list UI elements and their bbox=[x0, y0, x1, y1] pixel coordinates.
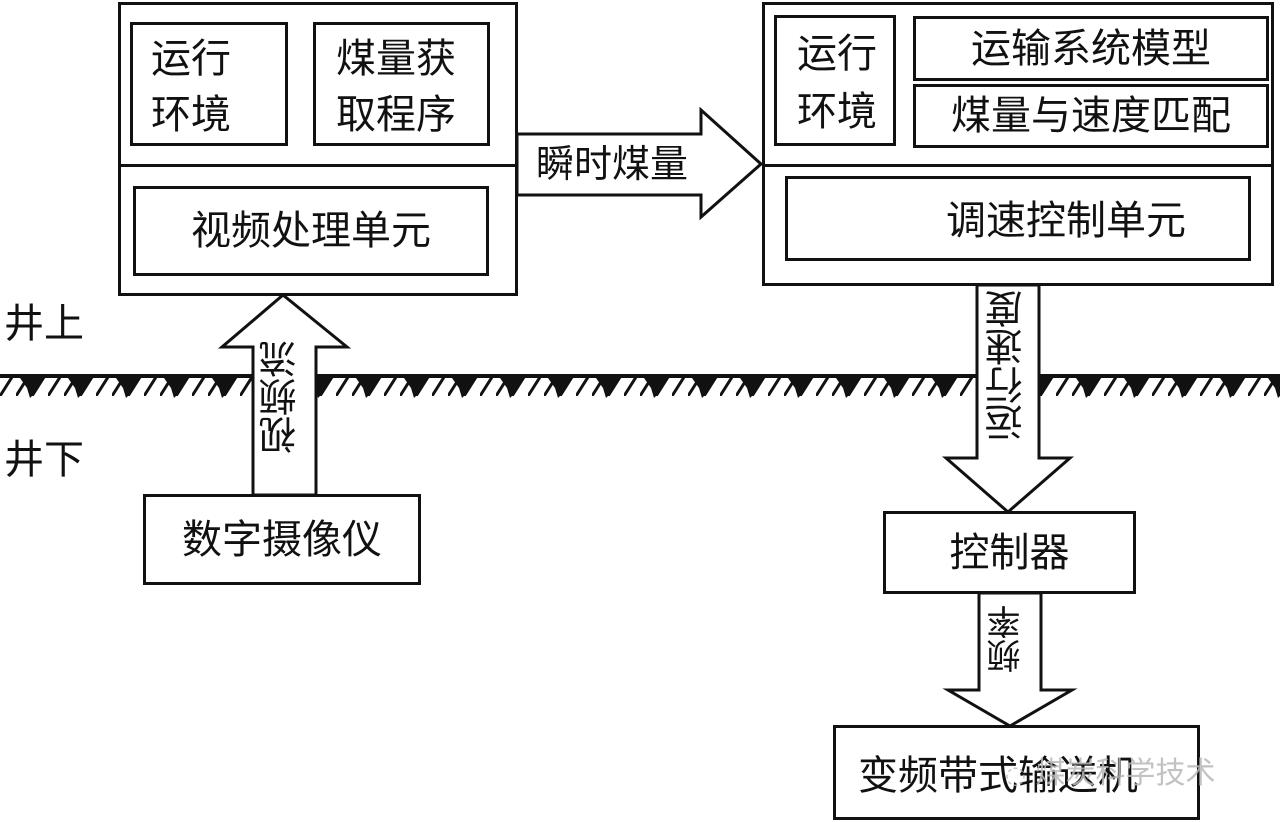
wechat-icon: ◌ bbox=[1005, 761, 1026, 789]
ground-hatch-mark bbox=[644, 378, 666, 398]
watermark-text: 煤炭科学技术 bbox=[1035, 756, 1216, 791]
surface-runtime-env-line2: 环境 bbox=[151, 92, 231, 138]
frequency-label: 频率 bbox=[987, 605, 1027, 673]
video-stream-label: 视频流 bbox=[259, 340, 303, 454]
ground-hatch-mark bbox=[1076, 378, 1098, 398]
region-label-above: 井上 bbox=[4, 301, 84, 347]
ground-hatch-mark bbox=[404, 378, 426, 398]
video-processing-unit-box: 视频处理单元 bbox=[133, 186, 489, 276]
ground-hatch-mark bbox=[68, 378, 90, 398]
coal-speed-match-box: 煤量与速度匹配 bbox=[913, 84, 1269, 148]
coal-program-line2: 取程序 bbox=[336, 92, 456, 138]
coal-speed-match-label: 煤量与速度匹配 bbox=[951, 93, 1231, 139]
video-processing-unit-label: 视频处理单元 bbox=[191, 208, 431, 254]
speed-control-unit-box: 调速控制单元 bbox=[785, 176, 1251, 261]
video-stream-arrow bbox=[217, 293, 352, 497]
ground-hatch-mark bbox=[548, 378, 570, 398]
ground-hatch-mark bbox=[500, 378, 522, 398]
ground-hatch-mark bbox=[212, 378, 234, 398]
ground-hatch-mark bbox=[116, 378, 138, 398]
instant-coal-label: 瞬时煤量 bbox=[536, 142, 689, 186]
control-runtime-env-box: 运行 环境 bbox=[774, 15, 896, 146]
ground-hatch-mark bbox=[452, 378, 474, 398]
transport-model-label: 运输系统模型 bbox=[971, 25, 1211, 72]
ground-hatch-mark bbox=[20, 378, 42, 398]
frequency-arrow bbox=[942, 591, 1078, 728]
run-speed-label: 运行速度 bbox=[985, 290, 1029, 442]
ground-hatch-mark bbox=[932, 378, 954, 398]
digital-camera-label: 数字摄像仪 bbox=[182, 516, 382, 563]
surface-runtime-env-line1: 运行 bbox=[151, 36, 231, 82]
ground-hatch-mark bbox=[740, 378, 762, 398]
instant-coal-arrow bbox=[515, 106, 764, 221]
region-label-below: 井下 bbox=[4, 437, 84, 483]
controller-label: 控制器 bbox=[949, 529, 1070, 576]
surface-divider bbox=[121, 164, 515, 167]
control-runtime-env-line2: 环境 bbox=[797, 89, 877, 135]
conveyor-box: 变频带式输送机 bbox=[833, 725, 1200, 820]
digital-camera-box: 数字摄像仪 bbox=[143, 494, 421, 585]
ground-hatch-mark bbox=[1220, 378, 1242, 398]
ground-hatch-mark bbox=[884, 378, 906, 398]
coal-program-box: 煤量获 取程序 bbox=[313, 22, 490, 146]
transport-model-box: 运输系统模型 bbox=[913, 16, 1269, 81]
watermark: ◌ 煤炭科学技术 bbox=[1005, 748, 1216, 792]
coal-program-line1: 煤量获 bbox=[336, 36, 456, 82]
ground-hatch-mark bbox=[164, 378, 186, 398]
ground-hatch-mark bbox=[1172, 378, 1194, 398]
ground-hatch-mark bbox=[692, 378, 714, 398]
conveyor-label: 变频带式输送机 bbox=[858, 753, 1138, 799]
ground-hatch-mark bbox=[1124, 378, 1146, 398]
ground-hatch-mark bbox=[788, 378, 810, 398]
control-runtime-env-line1: 运行 bbox=[797, 31, 877, 77]
ground-hatch-mark bbox=[596, 378, 618, 398]
ground-hatch-mark bbox=[356, 378, 378, 398]
control-divider bbox=[765, 164, 1271, 167]
controller-box: 控制器 bbox=[883, 511, 1136, 594]
run-speed-arrow bbox=[941, 283, 1075, 514]
surface-runtime-env-box: 运行 环境 bbox=[130, 22, 288, 146]
ground-line bbox=[0, 374, 1280, 398]
speed-control-unit-label: 调速控制单元 bbox=[946, 198, 1186, 244]
ground-hatch-mark bbox=[836, 378, 858, 398]
ground-hatch-mark bbox=[1268, 378, 1280, 398]
